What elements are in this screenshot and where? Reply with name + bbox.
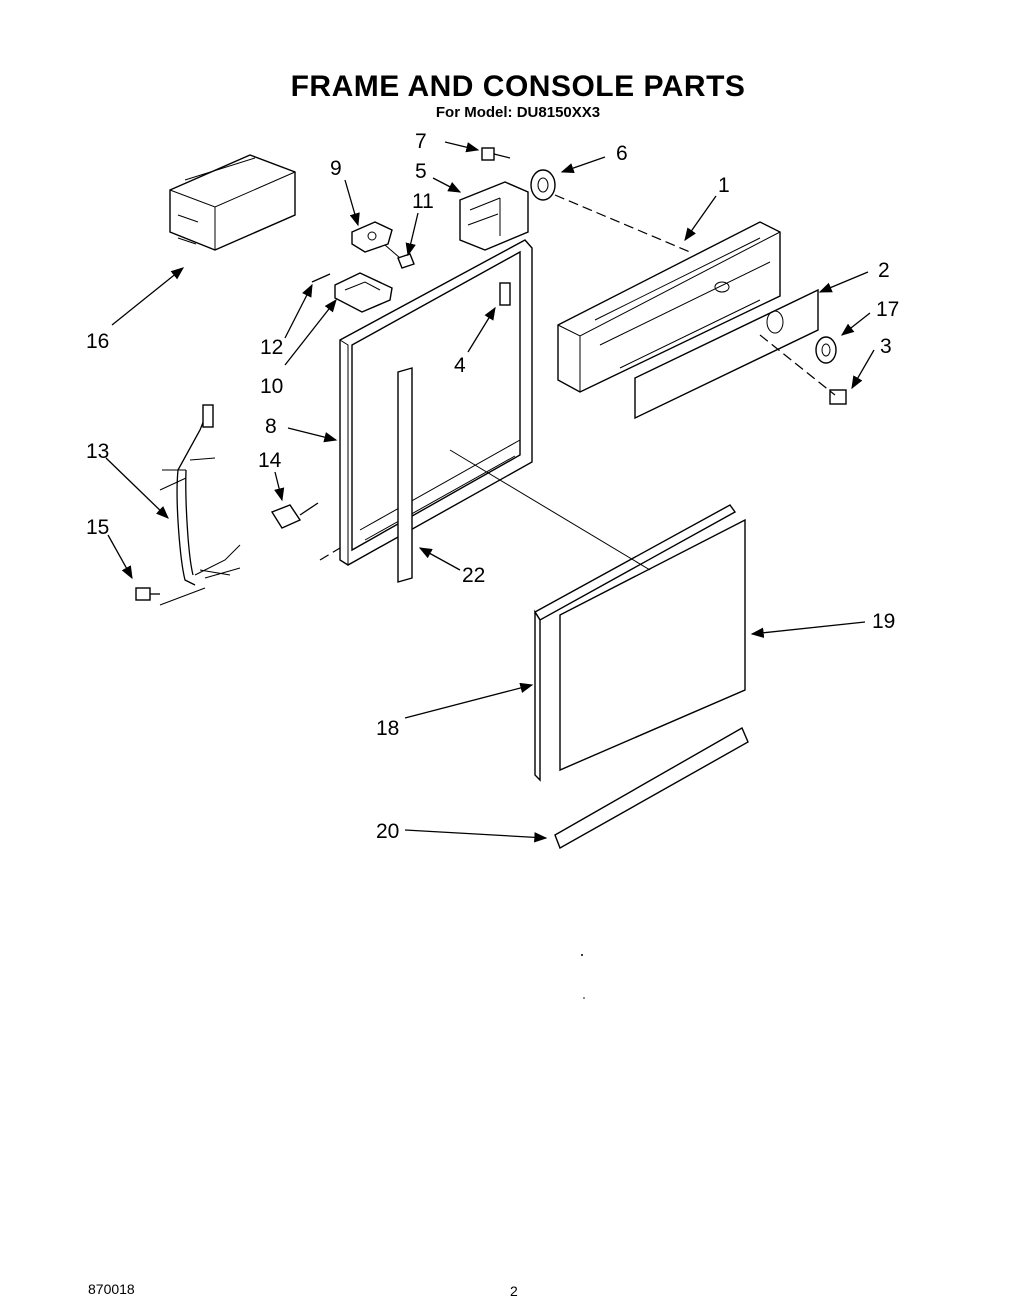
callout-11: 11 xyxy=(412,190,434,213)
model-subtitle: For Model: DU8150XX3 xyxy=(435,104,601,121)
part-9-switch xyxy=(351,221,393,253)
callout-3: 3 xyxy=(880,335,892,358)
callout-4: 4 xyxy=(454,354,466,377)
callout-6: 6 xyxy=(616,142,628,165)
callout-20: 20 xyxy=(376,820,399,843)
part-17-knob xyxy=(815,336,837,364)
part-7-screw xyxy=(481,147,511,161)
page-title: FRAME AND CONSOLE PARTS xyxy=(290,70,746,103)
part-8-frame xyxy=(339,239,533,566)
callout-17: 17 xyxy=(876,298,899,321)
callout-12: 12 xyxy=(260,336,283,359)
callout-labels: 7 6 5 9 11 1 2 17 3 16 12 10 4 8 13 14 1… xyxy=(86,130,899,843)
page-number: 2 xyxy=(510,1283,518,1299)
callout-18: 18 xyxy=(376,717,399,740)
part-14-switch xyxy=(270,502,319,529)
part-1-console xyxy=(557,221,781,393)
part-20-trim xyxy=(554,727,749,850)
part-2-panel xyxy=(634,288,819,420)
part-19-door-panel xyxy=(559,518,746,772)
callout-5: 5 xyxy=(415,160,427,183)
callout-14: 14 xyxy=(258,449,282,472)
part-5-latch xyxy=(459,181,529,251)
callout-7: 7 xyxy=(415,130,427,153)
callout-8: 8 xyxy=(265,415,277,438)
part-12-pin xyxy=(311,273,331,283)
callout-1: 1 xyxy=(718,174,730,197)
scan-specks xyxy=(581,954,585,999)
callout-15: 15 xyxy=(86,516,109,539)
callout-2: 2 xyxy=(878,259,890,282)
part-6-cam xyxy=(530,169,556,201)
alignment-lines xyxy=(159,194,836,606)
callout-16: 16 xyxy=(86,330,109,353)
part-18-inner-panel xyxy=(534,504,737,782)
callout-13: 13 xyxy=(86,440,109,463)
document-code: 870018 xyxy=(88,1281,135,1297)
part-13-wire-harness xyxy=(159,404,241,586)
callout-9: 9 xyxy=(330,157,342,180)
part-3-button xyxy=(829,389,847,405)
part-10-bracket xyxy=(334,272,393,313)
part-15-screw xyxy=(135,587,160,601)
callout-10: 10 xyxy=(260,375,283,398)
callout-22: 22 xyxy=(462,564,485,587)
callout-19: 19 xyxy=(872,610,895,633)
leader-lines xyxy=(105,141,875,843)
part-22-strip xyxy=(397,367,413,583)
part-16-cover xyxy=(169,154,296,251)
